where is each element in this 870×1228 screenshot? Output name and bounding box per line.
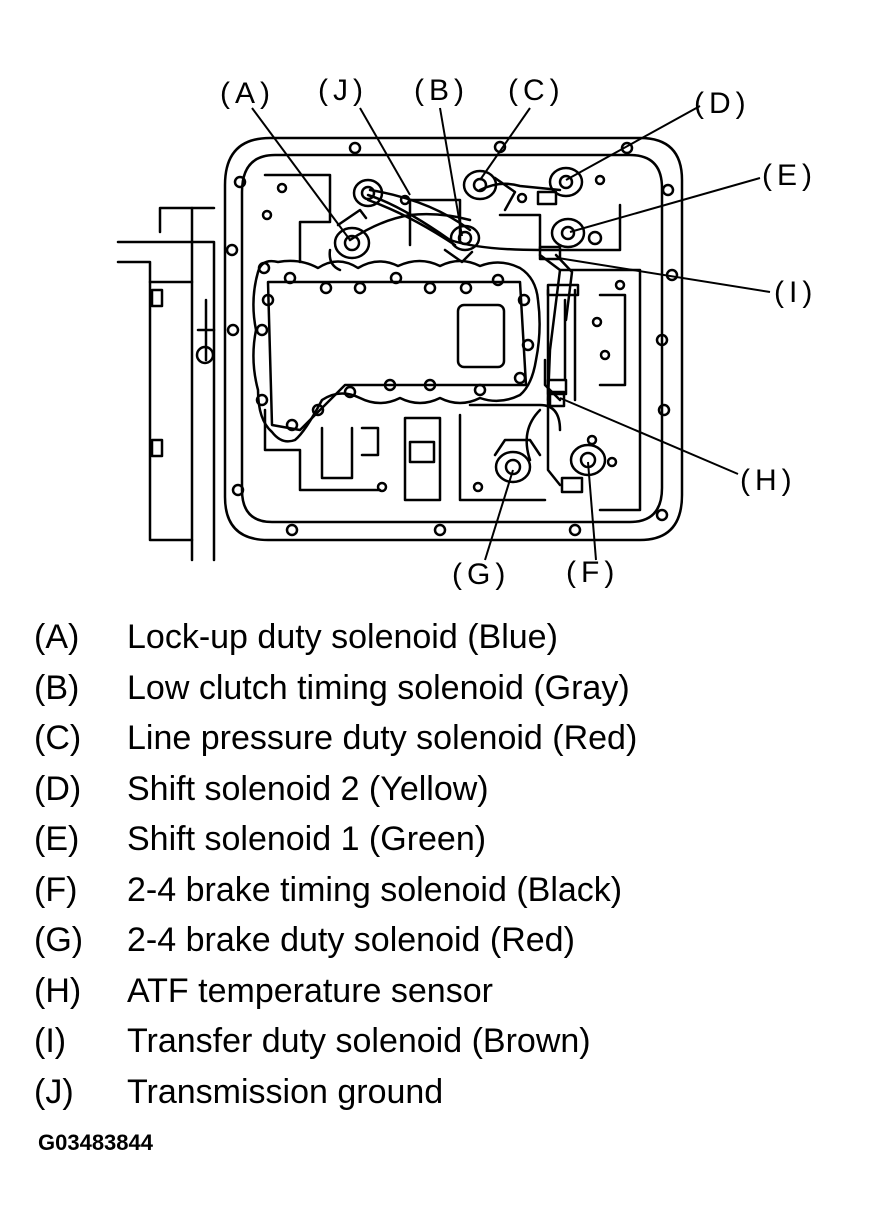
valve-body-gasket-outline	[223, 136, 684, 542]
solenoid-b	[443, 224, 481, 264]
legend-item-h: (H) ATF temperature sensor	[34, 966, 637, 1017]
legend-description: Low clutch timing solenoid (Gray)	[127, 668, 630, 707]
legend-item-j: (J) Transmission ground	[34, 1067, 637, 1118]
solenoid-d	[536, 166, 584, 206]
callout-label-g: (G)	[452, 558, 510, 591]
callout-label-c: (C)	[508, 74, 565, 107]
valve-body-details	[261, 173, 642, 512]
legend-description: Lock-up duty solenoid (Blue)	[127, 618, 558, 656]
legend-item-i: (I) Transfer duty solenoid (Brown)	[34, 1016, 637, 1067]
figure-id: G03483844	[38, 1130, 153, 1155]
legend-key: (C)	[34, 719, 82, 757]
legend-key: (H)	[34, 971, 82, 1010]
legend-key: (G)	[34, 921, 84, 959]
callout-label-h: (H)	[740, 464, 797, 497]
callout-labels: (A) (J) (B) (C) (D) (E) (I) (H) (G) (F)	[220, 74, 817, 591]
callout-label-f: (F)	[566, 556, 619, 589]
legend-key: (A)	[34, 618, 80, 656]
callout-label-e: (E)	[762, 159, 817, 192]
leader-lines	[251, 105, 771, 561]
legend-item-f: (F) 2-4 brake timing solenoid (Black)	[34, 865, 637, 916]
solenoid-e	[538, 217, 603, 261]
callout-label-b: (B)	[414, 74, 469, 107]
solenoid-g	[493, 438, 542, 484]
legend-description: 2-4 brake timing solenoid (Black)	[127, 870, 623, 909]
legend-description: 2-4 brake duty solenoid (Red)	[127, 921, 575, 959]
callout-label-j: (J)	[318, 74, 368, 107]
ground-terminal-j	[352, 178, 384, 208]
legend-description: Shift solenoid 2 (Yellow)	[127, 769, 489, 808]
legend-key: (F)	[34, 870, 78, 909]
legend-description: Shift solenoid 1 (Green)	[127, 820, 487, 858]
legend-key: (J)	[34, 1072, 74, 1111]
callout-label-a: (A)	[220, 77, 275, 110]
callout-label-i: (I)	[774, 276, 817, 309]
legend-key: (I)	[34, 1022, 67, 1060]
legend-key: (B)	[34, 668, 80, 707]
legend-item-c: (C) Line pressure duty solenoid (Red)	[34, 713, 637, 764]
legend-description: Transmission ground	[127, 1072, 444, 1111]
legend-description: Transfer duty solenoid (Brown)	[127, 1022, 591, 1060]
legend-item-a: (A) Lock-up duty solenoid (Blue)	[34, 612, 637, 663]
legend-item-g: (G) 2-4 brake duty solenoid (Red)	[34, 915, 637, 966]
solenoid-c	[462, 169, 517, 212]
legend-item-b: (B) Low clutch timing solenoid (Gray)	[34, 663, 637, 714]
component-legend: (A) Lock-up duty solenoid (Blue) (B) Low c…	[34, 612, 637, 1117]
legend-description: Line pressure duty solenoid (Red)	[127, 719, 638, 757]
callout-label-d: (D)	[694, 87, 751, 120]
solenoid-a	[328, 208, 371, 272]
separator-plate	[252, 259, 541, 443]
legend-description: ATF temperature sensor	[127, 971, 493, 1010]
legend-item-e: (E) Shift solenoid 1 (Green)	[34, 814, 637, 865]
legend-key: (D)	[34, 769, 82, 808]
legend-key: (E)	[34, 820, 80, 858]
transmission-case-outline	[116, 206, 216, 562]
legend-item-d: (D) Shift solenoid 2 (Yellow)	[34, 764, 637, 815]
valve-body-diagram: (A) (J) (B) (C) (D) (E) (I) (H) (G) (F)	[116, 74, 817, 591]
solenoid-f	[560, 443, 607, 494]
